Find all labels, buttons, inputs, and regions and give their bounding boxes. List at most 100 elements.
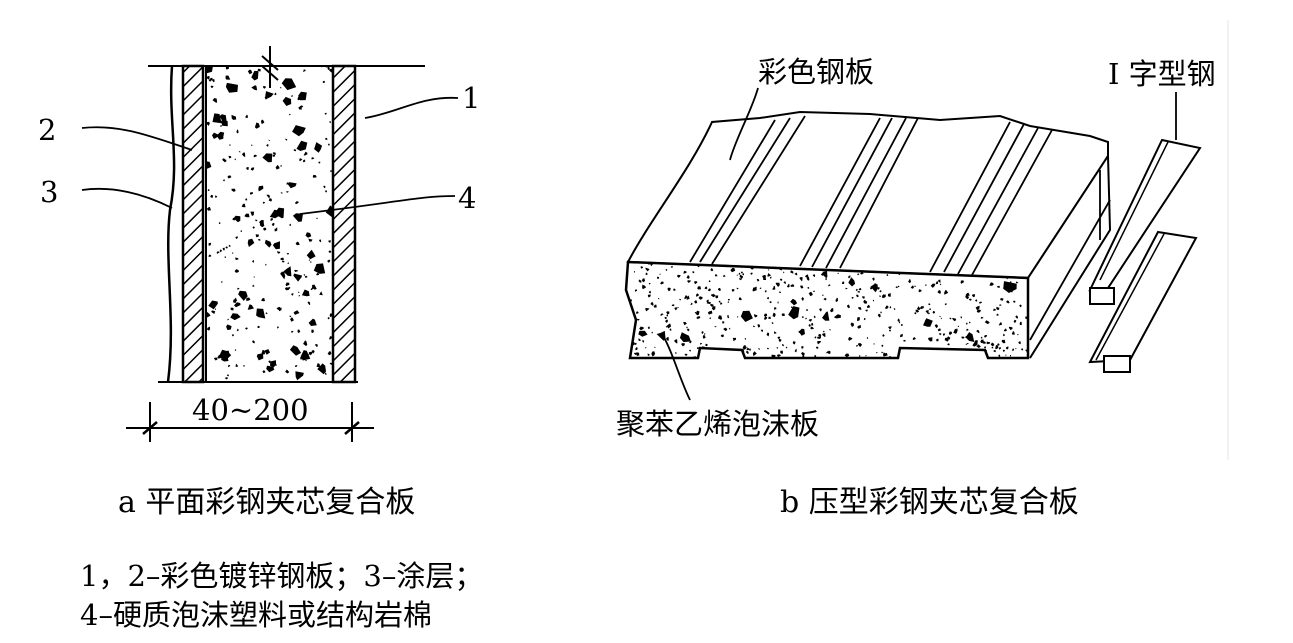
foam-speck bbox=[666, 314, 669, 317]
foam-speck bbox=[897, 285, 900, 288]
foam-speck bbox=[305, 359, 307, 362]
foam-speck bbox=[234, 302, 241, 308]
foam-speck bbox=[641, 278, 645, 283]
foam-speck bbox=[659, 273, 661, 275]
foam-speck bbox=[697, 286, 701, 290]
foam-speck bbox=[264, 239, 272, 248]
foam-speck bbox=[767, 297, 770, 300]
foam-speck bbox=[305, 232, 312, 238]
foam-speck bbox=[928, 337, 933, 342]
foam-speck bbox=[708, 302, 711, 305]
foam-speck bbox=[303, 151, 308, 156]
foam-speck bbox=[328, 240, 331, 243]
foam-speck bbox=[729, 357, 732, 358]
foam-speck bbox=[262, 85, 266, 89]
foam-speck bbox=[771, 322, 774, 324]
foam-speck bbox=[237, 287, 240, 290]
foam-speck bbox=[790, 298, 798, 306]
foam-speck bbox=[928, 312, 930, 315]
foam-speck bbox=[324, 112, 327, 115]
foam-speck bbox=[874, 283, 877, 286]
foam-speck bbox=[1003, 328, 1007, 332]
foam-speck bbox=[311, 284, 316, 288]
foam-speck bbox=[693, 356, 696, 358]
foam-speck bbox=[859, 272, 864, 275]
foam-speck bbox=[930, 283, 936, 288]
foam-speck bbox=[857, 273, 860, 276]
foam-speck bbox=[280, 271, 286, 280]
foam-speck bbox=[329, 68, 333, 73]
foam-speck bbox=[679, 298, 682, 301]
foam-speck bbox=[208, 254, 212, 257]
foam-speck bbox=[888, 326, 892, 330]
foam-speck bbox=[266, 365, 275, 373]
foam-speck bbox=[957, 325, 959, 328]
foam-speck bbox=[304, 275, 308, 278]
foam-speck bbox=[636, 318, 640, 321]
foam-speck bbox=[858, 288, 862, 291]
foam-speck bbox=[219, 249, 222, 253]
foam-speck bbox=[247, 304, 254, 310]
foam-speck bbox=[814, 336, 817, 339]
foam-speck bbox=[681, 343, 685, 347]
foam-speck bbox=[236, 129, 239, 134]
foam-speck bbox=[939, 315, 941, 318]
foam-speck bbox=[723, 327, 728, 332]
foam-speck bbox=[654, 346, 656, 349]
foam-speck bbox=[222, 247, 225, 251]
foam-speck bbox=[208, 77, 213, 82]
foam-speck bbox=[1008, 326, 1013, 331]
foam-speck bbox=[327, 351, 332, 356]
foam-speck bbox=[671, 304, 675, 307]
foam-speck bbox=[707, 310, 713, 315]
foam-speck bbox=[651, 331, 653, 334]
foam-speck bbox=[846, 304, 850, 309]
foam-speck bbox=[234, 158, 236, 161]
foam-speck bbox=[965, 295, 969, 300]
foam-speck bbox=[327, 317, 330, 320]
foam-speck bbox=[696, 293, 699, 297]
foam-speck bbox=[1013, 300, 1016, 303]
foam-speck bbox=[715, 295, 719, 299]
foam-speck bbox=[887, 293, 891, 297]
foam-speck bbox=[779, 267, 782, 271]
foam-speck bbox=[280, 257, 284, 261]
foam-speck bbox=[713, 354, 717, 358]
foam-speck bbox=[783, 281, 786, 284]
foam-speck bbox=[218, 222, 221, 225]
foam-speck bbox=[938, 279, 941, 283]
foam-speck bbox=[272, 241, 280, 250]
foam-speck bbox=[756, 278, 760, 282]
foam-speck bbox=[235, 363, 238, 367]
foam-speck bbox=[936, 338, 939, 342]
foam-speck bbox=[247, 69, 253, 75]
foam-speck bbox=[845, 287, 848, 290]
foam-speck bbox=[212, 132, 220, 139]
foam-speck bbox=[822, 311, 830, 321]
foam-speck bbox=[786, 283, 790, 288]
foam-speck bbox=[666, 311, 670, 315]
foam-speck bbox=[648, 290, 651, 294]
foam-speck bbox=[294, 365, 298, 367]
foam-speck bbox=[1019, 304, 1022, 308]
foam-speck bbox=[944, 337, 949, 342]
dim-tick-right bbox=[344, 421, 360, 435]
foam-speck bbox=[310, 261, 312, 263]
foam-speck bbox=[656, 330, 666, 341]
foam-speck bbox=[241, 152, 246, 157]
label-i-beam: I 字型钢 bbox=[1108, 57, 1216, 91]
foam-speck bbox=[291, 293, 294, 296]
foam-speck bbox=[760, 329, 764, 332]
foam-speck bbox=[702, 334, 705, 338]
foam-speck bbox=[327, 66, 330, 71]
foam-speck bbox=[740, 271, 743, 274]
callout-3: 3 bbox=[40, 175, 59, 209]
foam-speck bbox=[271, 222, 275, 226]
foam-speck bbox=[900, 324, 903, 326]
foam-speck bbox=[763, 313, 768, 317]
foam-speck bbox=[280, 164, 282, 167]
foam-speck bbox=[702, 357, 705, 358]
foam-speck bbox=[917, 306, 921, 311]
foam-speck bbox=[767, 273, 772, 277]
foam-speck bbox=[811, 323, 814, 326]
